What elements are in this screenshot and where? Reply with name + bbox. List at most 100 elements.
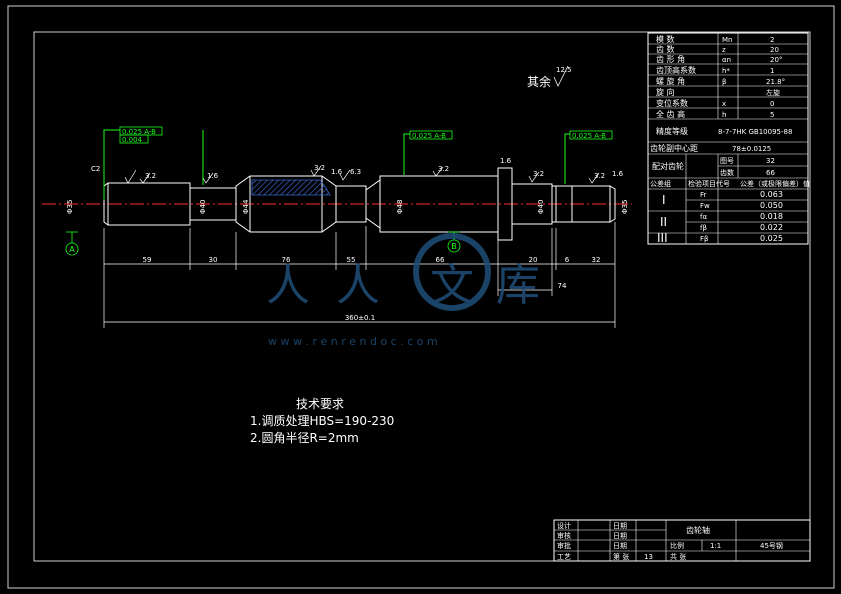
date-label: 日期 [613,522,627,530]
watermark-char-4: 库 [496,260,540,311]
material: 45号钢 [760,541,783,550]
roughness-rest-label: 其余 [527,74,551,89]
tol-group-label: 公差组 [650,179,671,188]
date-label: 日期 [613,532,627,540]
param-symbol: z [722,46,726,54]
watermark-char-3: 文 [430,260,474,311]
param-value: 0 [770,100,774,108]
shaft-profile [103,167,616,241]
tol-item: Fβ [700,235,709,243]
gear-teeth-hatch [251,179,331,196]
title-row-label: 工艺 [557,553,571,561]
dim-length-6: 20 [529,256,538,264]
param-name: 齿顶高系数 [656,65,696,75]
tol-value: 0.018 [760,212,783,221]
roughness-10: 1.6 [612,170,624,178]
tol-group-1: I [662,193,666,207]
roughness-rest-value: 12.5 [556,66,572,74]
param-name: 齿 形 角 [656,54,685,64]
dim-diameter-1: Φ35 [66,200,74,214]
datum-a-label: A [69,245,75,254]
tech-req-item-1: 1.调质处理HBS=190-230 [250,414,394,428]
datum-symbols [65,231,461,256]
mating-key: 齿数 [720,168,734,177]
part-name: 齿轮轴 [686,525,710,535]
tol-group-2: II [660,215,667,229]
roughness-5: 6.3 [350,168,361,176]
tol-item: Fw [700,202,710,210]
param-value: 左旋 [766,88,780,97]
dim-length-7: 6 [565,256,570,264]
param-name: 齿 数 [656,44,675,54]
param-symbol: h* [722,67,730,75]
roughness-9: 3.2 [594,172,605,180]
tol-group-3: III [657,231,668,245]
param-symbol: h [722,111,726,119]
roughness-2: 1.6 [207,172,219,180]
param-symbol: β [722,78,726,86]
title-row-label: 设计 [557,521,571,530]
roughness-1: 3.2 [145,172,156,180]
tol-value: 0.063 [760,190,783,199]
diameter-labels: Φ35 Φ40 Φ44 Φ48 Φ40 Φ35 [66,199,629,214]
tol-item: fα [700,213,707,221]
tol-frame-2: 0.004 [122,136,143,144]
datum-b-label: B [451,242,457,251]
param-table [647,32,809,245]
roughness-7: 1.6 [500,157,512,165]
param-name: 变位系数 [656,98,688,108]
dim-overall-length: 360±0.1 [345,314,375,322]
precision-value: 8-7-7HK GB10095-88 [718,128,792,136]
watermark-char-2: 人 [336,260,380,311]
watermark: 人 人 文 库 w w w . r e n r e n d o c . c o … [266,233,540,348]
tol-item: fβ [700,224,707,232]
tol-value: 0.025 [760,234,783,243]
roughness-marks: C2 3.2 1.6 3.2 1.6 6.3 3.2 1.6 3.2 3.2 1… [91,157,624,180]
roughness-6: 3.2 [438,165,449,173]
dim-length-2: 30 [209,256,218,264]
center-distance-value: 78±0.0125 [732,145,771,153]
param-value: 1 [770,67,774,75]
chamfer-label: C2 [91,165,100,173]
mating-value: 32 [766,157,775,165]
param-value: 5 [770,111,774,119]
title-row-label: 审核 [557,531,571,540]
param-name: 全 齿 高 [656,109,685,119]
dim-length-4: 55 [347,256,356,264]
param-value: 21.8° [766,78,785,86]
param-value: 20° [770,56,782,64]
tol-value: 0.022 [760,223,783,232]
sheet-total-label: 共 张 [670,552,686,561]
dim-length-3: 76 [282,256,291,264]
precision-label: 精度等级 [656,126,688,136]
tol-item: Fr [700,191,707,199]
inner-frame [33,31,811,562]
param-symbol: Mn [722,36,732,44]
tol-header: 检验项目代号 [688,179,730,188]
param-name: 旋 向 [656,87,675,97]
mating-gear-label: 配对齿轮 [652,161,684,171]
roughness-rest-symbol [553,65,569,87]
tol-header-2: 公差（或极限偏差）值 [740,179,810,188]
tolerance-leaders [103,129,570,200]
tolerance-frames: 0.025 A-B 0.004 0.025 A-B 0.025 A-B [119,126,613,144]
roughness-8: 3.2 [533,170,544,178]
dim-length-9: 74 [558,282,567,290]
param-name: 螺 旋 角 [656,76,685,86]
outer-frame [7,5,835,589]
tech-req-title: 技术要求 [296,397,344,411]
dim-diameter-3: Φ44 [242,199,250,214]
watermark-char-1: 人 [266,260,310,311]
watermark-url: w w w . r e n r e n d o c . c o m [268,335,438,348]
dim-length-8: 32 [592,256,601,264]
tech-req-item-2: 2.圆角半径R=2mm [250,431,359,445]
dim-diameter-4: Φ48 [396,200,404,214]
length-dimension-labels: 59 30 76 55 66 20 6 32 74 360±0.1 [143,256,601,322]
roughness-4: 1.6 [331,168,343,176]
dim-diameter-2: Φ40 [199,200,207,214]
mating-key: 图号 [720,157,734,165]
tol-frame-3: 0.025 A-B [412,132,446,140]
param-name: 模 数 [656,34,675,44]
param-table-rows: 模 数 Mn 2 齿 数 z 20 齿 形 角 αn 20° 齿顶高系数 h* … [650,34,810,245]
